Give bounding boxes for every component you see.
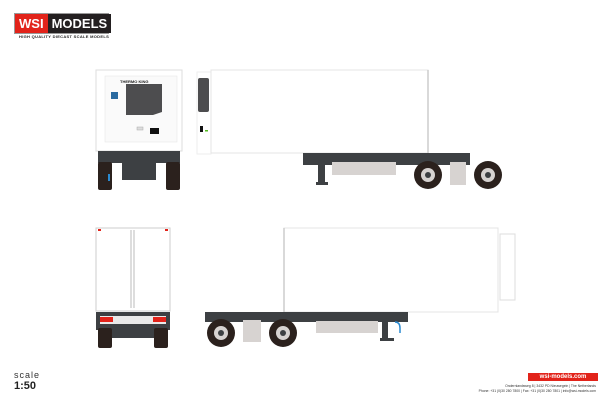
scale-value: 1:50	[14, 380, 37, 392]
logo-tagline: HIGH QUALITY DIECAST SCALE MODELS	[19, 34, 110, 39]
front-view: THERMO KING	[95, 69, 183, 190]
address-line: Ondernlandsweg 8 | 3432 PD Nieuwegein | …	[505, 384, 596, 388]
side-view-top	[196, 69, 502, 189]
footer-address: Ondernlandsweg 8 | 3432 PD Nieuwegein | …	[476, 384, 596, 394]
side-view-bottom	[205, 227, 516, 347]
contact-line: Phone: +31 (0)30 280 7800 | Fax: +31 (0)…	[478, 389, 596, 393]
rear-view	[95, 227, 171, 348]
logo-models: MODELS	[47, 14, 112, 33]
website-link[interactable]: wsi-models.com	[528, 373, 598, 381]
logo-wsi: WSI	[15, 14, 48, 33]
scale-label: scale	[14, 370, 41, 380]
thermo-king-label: THERMO KING	[120, 79, 148, 84]
wsi-logo: WSI MODELS	[14, 13, 112, 34]
